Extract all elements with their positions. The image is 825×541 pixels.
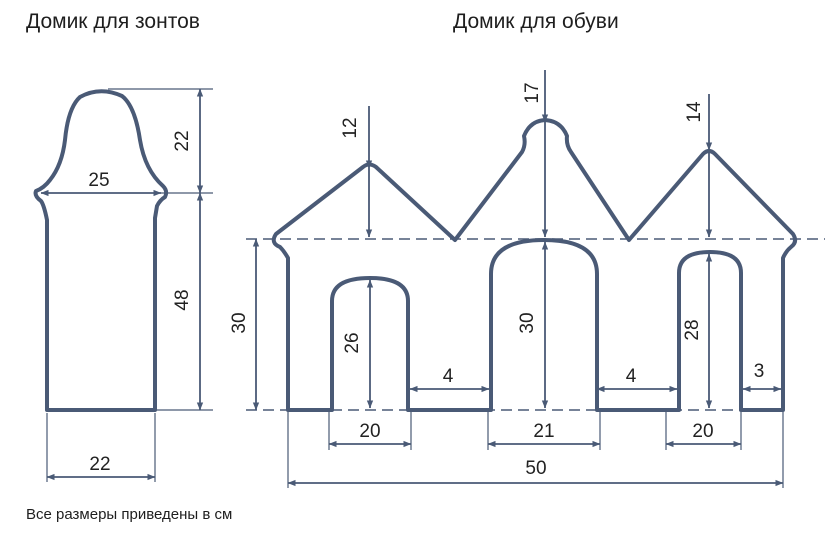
umbrella-extension-lines <box>46 88 213 482</box>
units-footnote: Все размеры приведены в см <box>26 506 233 523</box>
dim-label-arch-right-width: 20 <box>692 421 713 442</box>
umbrella-dimension-lines <box>40 88 204 481</box>
umbrella-house-outline <box>33 89 169 412</box>
dim-label-peak-right: 14 <box>684 101 705 123</box>
dim-label-arch-right-height: 28 <box>682 319 703 340</box>
shoe-dashed-lines <box>246 238 825 411</box>
dim-label-dome-height: 22 <box>172 130 193 151</box>
dim-label-wall-height: 30 <box>229 312 250 333</box>
shoe-house-title: Домик для обуви <box>453 10 619 33</box>
dim-label-peak-middle: 17 <box>522 82 543 103</box>
dim-label-total-width: 50 <box>525 458 546 479</box>
dim-label-arch-left-height: 26 <box>342 332 363 353</box>
umbrella-house-title: Домик для зонтов <box>26 10 200 33</box>
dim-label-top-width: 25 <box>88 170 109 191</box>
dim-label-gap-right: 4 <box>626 366 637 387</box>
dim-label-body-height: 48 <box>172 289 193 310</box>
dim-label-edge-right: 3 <box>754 361 765 382</box>
shoe-house-outline <box>271 118 798 412</box>
dim-label-peak-left: 12 <box>340 117 361 138</box>
dim-label-arch-middle-width: 21 <box>533 421 554 442</box>
shoe-dimension-lines <box>252 70 784 487</box>
dim-label-arch-middle-height: 30 <box>517 312 538 333</box>
umbrella-house: 25 22 48 22 <box>33 88 213 482</box>
dim-label-bottom-width: 22 <box>89 454 110 475</box>
dim-label-gap-left: 4 <box>443 366 454 387</box>
dim-label-arch-left-width: 20 <box>359 421 380 442</box>
shoe-house: 12 17 14 30 26 30 28 4 4 3 20 21 20 50 <box>229 70 825 488</box>
